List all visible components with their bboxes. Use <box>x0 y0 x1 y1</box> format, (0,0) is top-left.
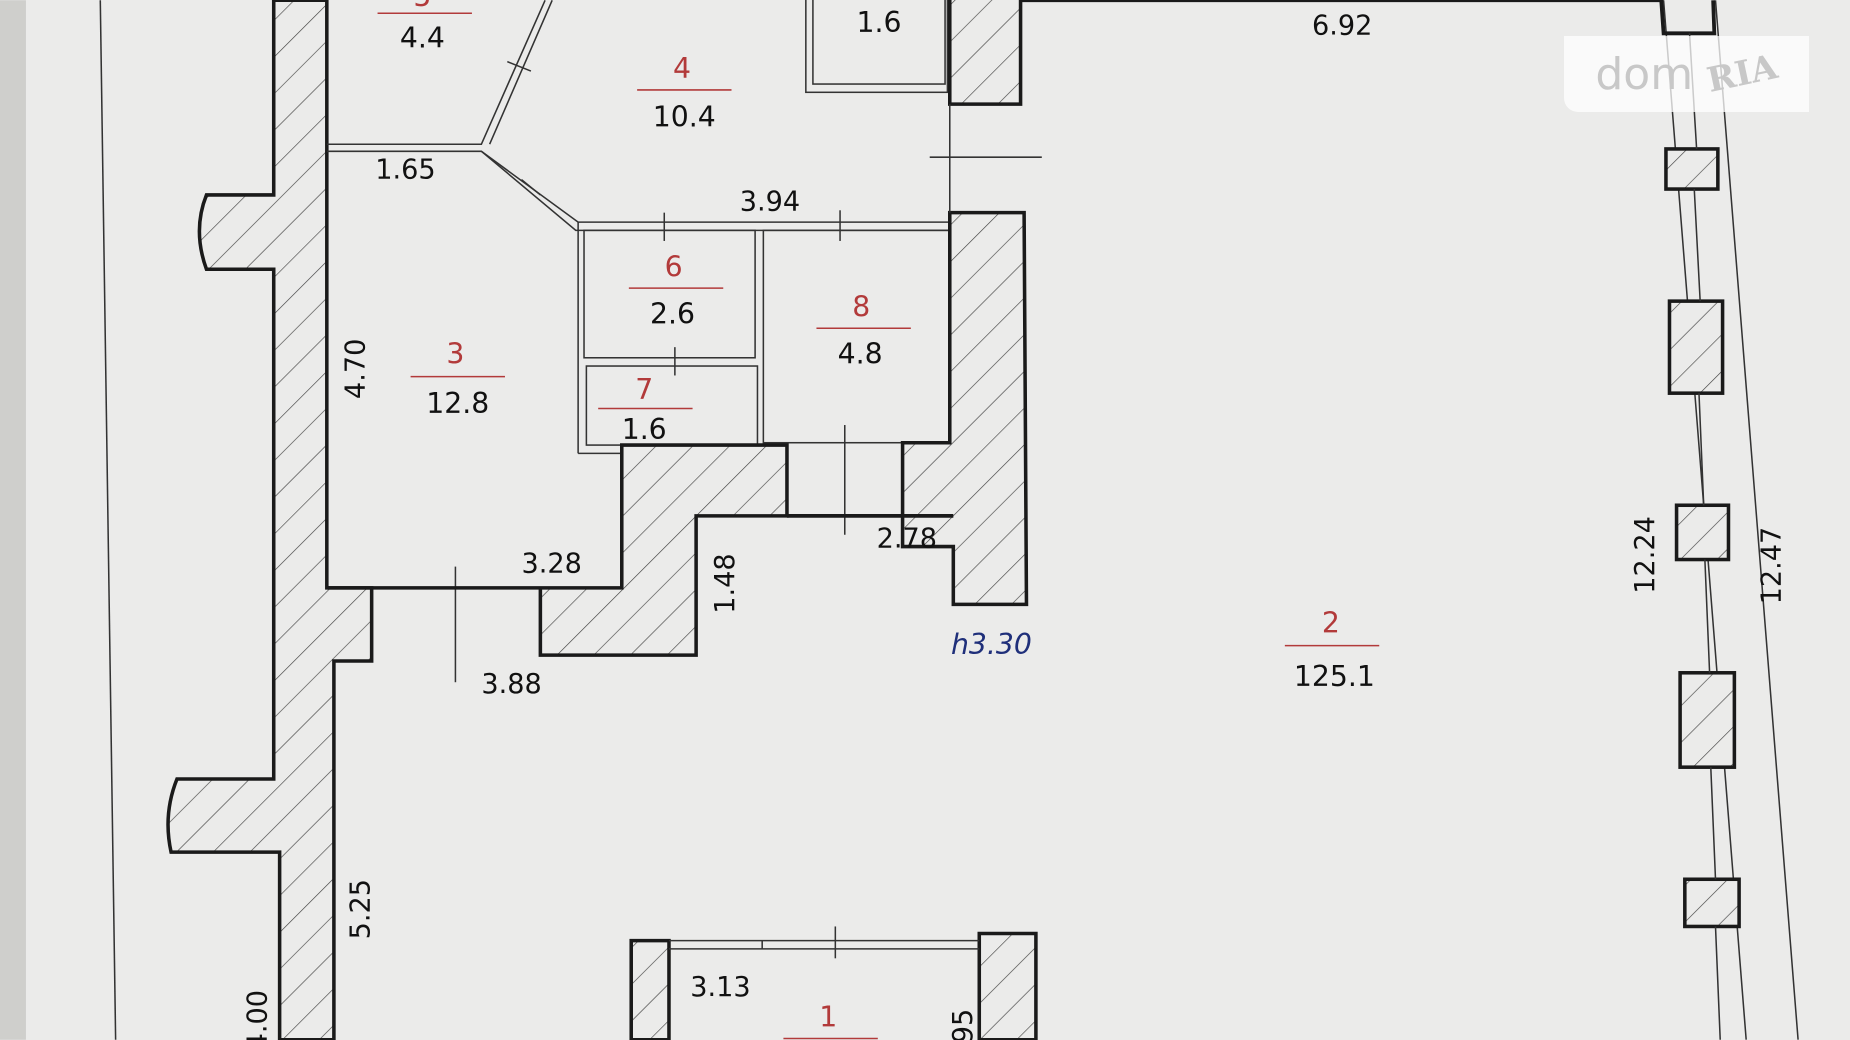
room-area: 4.8 <box>838 338 883 371</box>
room-7-box <box>585 365 759 446</box>
room-number: 7 <box>635 373 653 406</box>
dimension: 12.47 <box>1756 527 1787 605</box>
door-mark <box>507 60 532 72</box>
dimension: 5.25 <box>345 879 376 939</box>
room-area: 4.4 <box>400 21 445 54</box>
frame-line <box>99 0 117 1040</box>
dimension: 3.88 <box>481 669 541 700</box>
page-edge <box>0 0 26 1040</box>
room-number: 5 <box>413 0 431 13</box>
wall-room-5 <box>326 0 546 145</box>
dimension: 3.13 <box>690 972 750 1003</box>
room-number: 1 <box>819 1001 837 1034</box>
dimension: 95 <box>948 1009 979 1040</box>
room-area: 12.8 <box>426 387 489 420</box>
room-number: 3 <box>446 338 464 371</box>
left-exterior-wall <box>166 0 374 1040</box>
dimension: 3.28 <box>521 549 581 580</box>
room-area: 10.4 <box>653 101 716 134</box>
right-core-wall <box>900 210 1029 607</box>
room-1-wall-right <box>977 931 1038 1040</box>
room-area: 1.6 <box>622 413 667 446</box>
room-area: 1.6 <box>856 6 901 39</box>
room-number: 8 <box>852 290 870 323</box>
watermark-dom: dom <box>1595 48 1694 100</box>
dimension: 4.00 <box>243 990 274 1040</box>
room-area: 2.6 <box>650 298 695 331</box>
dimension: 4.70 <box>341 339 372 399</box>
room-number: 6 <box>665 250 683 283</box>
dimension-labels: 6.92 1.65 3.94 4.70 3.28 1.48 2.78 3.88 … <box>243 10 1788 1040</box>
right-window-wall <box>1659 0 1799 1040</box>
door-mark <box>521 179 541 196</box>
room-8-box <box>762 229 951 444</box>
room-labels: 5 4.4 4 10.4 1.6 3 12.8 6 2.6 7 1.6 8 4.… <box>377 0 1380 1040</box>
dimension: 1.48 <box>710 553 741 613</box>
top-core-wall <box>948 0 1023 106</box>
ceiling-height: h3.30 <box>951 628 1032 661</box>
dimension: 1.65 <box>375 154 435 185</box>
room-inner <box>812 0 946 85</box>
dimension: 3.94 <box>740 186 800 217</box>
watermark-ria: RIA <box>1703 47 1782 101</box>
room-area: 125.1 <box>1294 660 1375 693</box>
room-number: 4 <box>673 52 691 85</box>
dimension: 6.92 <box>1312 10 1372 41</box>
room-1-wall-left <box>629 938 671 1040</box>
wall <box>668 939 980 950</box>
room-1-6-box <box>805 0 949 94</box>
room-6-box <box>583 229 756 359</box>
watermark-logo: dom RIA <box>1564 36 1809 112</box>
dimension: 2.78 <box>877 524 937 555</box>
room-number: 2 <box>1322 607 1340 640</box>
dimension: 12.24 <box>1630 516 1661 594</box>
